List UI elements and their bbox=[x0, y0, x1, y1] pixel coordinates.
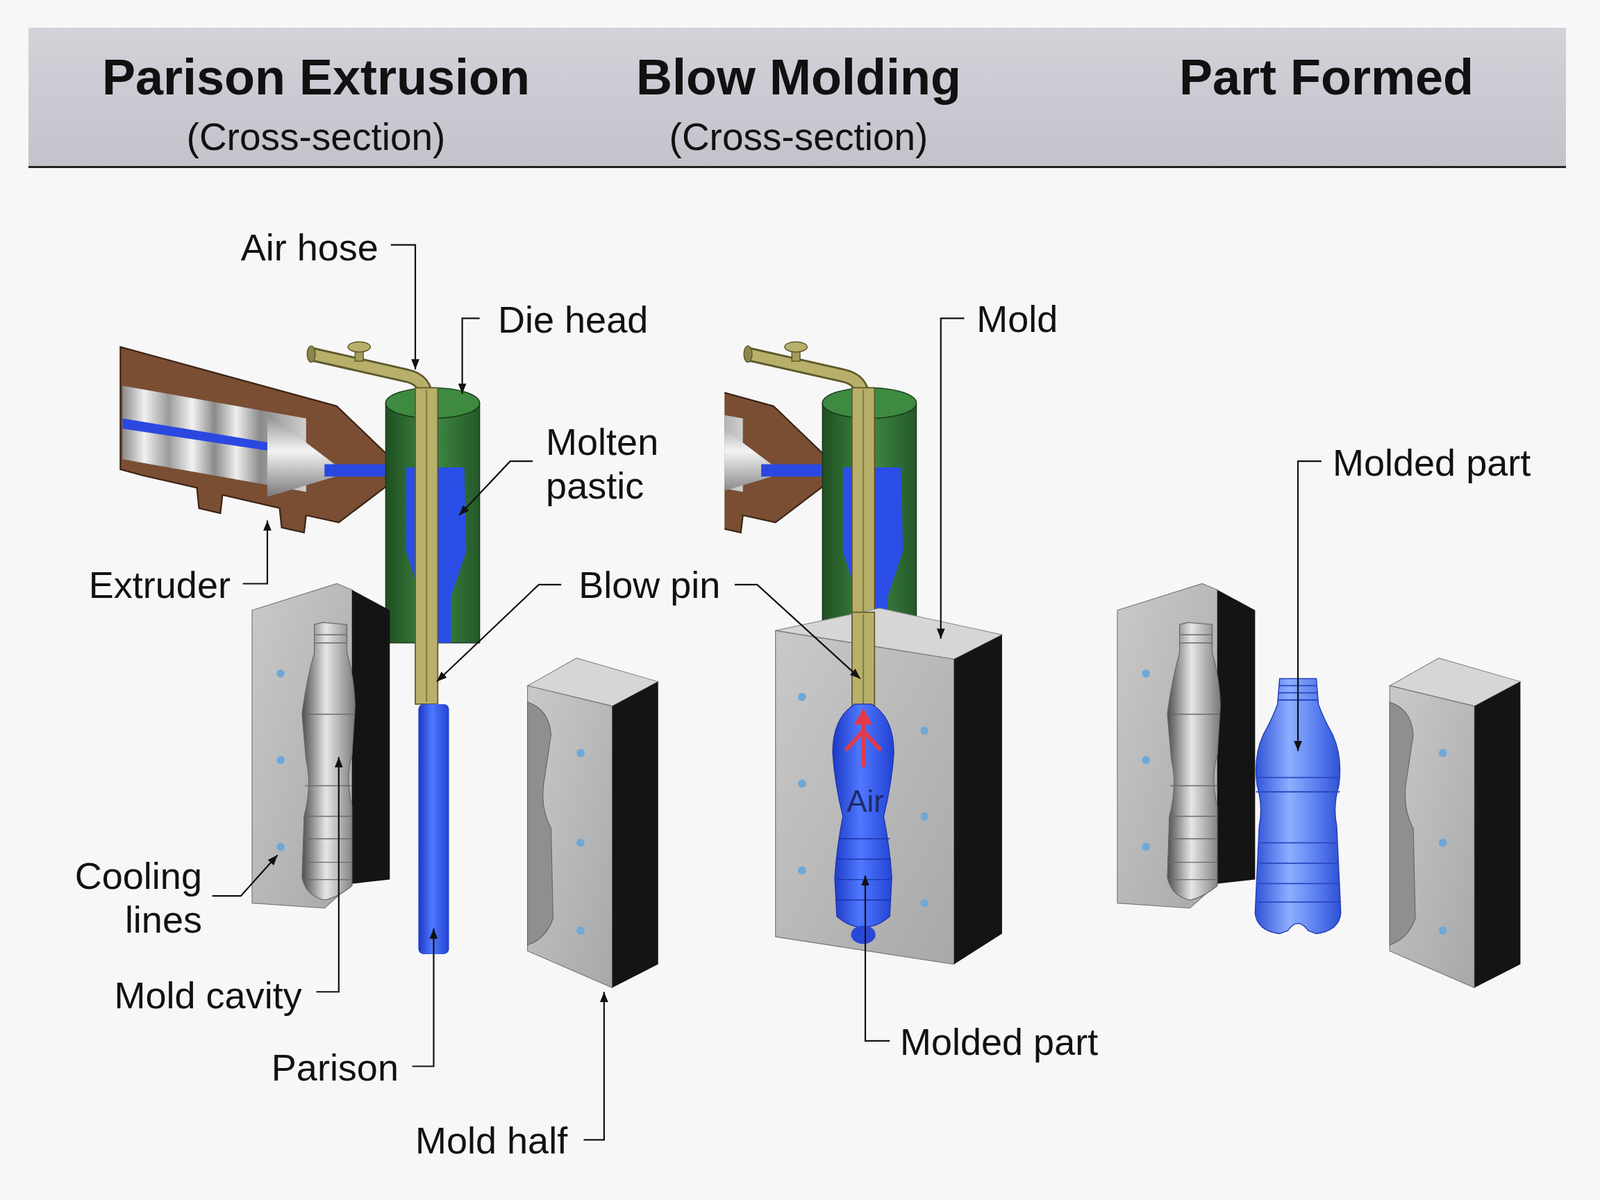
leader-line bbox=[940, 318, 965, 639]
cooling-line bbox=[920, 812, 929, 821]
leader-line bbox=[583, 991, 604, 1140]
column-title: Part Formed bbox=[1179, 52, 1474, 103]
leader-line bbox=[459, 461, 533, 516]
part-label: Molten pastic bbox=[545, 420, 710, 508]
column-subtitle: (Cross-section) bbox=[186, 118, 446, 157]
leader-line bbox=[436, 584, 562, 682]
leader-line bbox=[865, 875, 890, 1041]
blow-pin bbox=[852, 612, 875, 707]
part-label: Extruder bbox=[88, 563, 231, 607]
cooling-line bbox=[797, 779, 807, 789]
column-title: Blow Molding bbox=[636, 52, 962, 103]
leader-line bbox=[243, 520, 268, 584]
leader-line bbox=[1297, 461, 1322, 751]
leader-line bbox=[734, 584, 861, 679]
leader-line bbox=[412, 928, 435, 1066]
mold-half bbox=[527, 658, 659, 989]
column-title: Parison Extrusion bbox=[102, 52, 530, 103]
part-label: Molded part bbox=[900, 1020, 1098, 1064]
leader-line bbox=[462, 318, 480, 394]
molded-part bbox=[832, 704, 894, 928]
cooling-line bbox=[797, 693, 807, 702]
mold-half bbox=[1389, 658, 1521, 989]
leader-line bbox=[390, 245, 416, 370]
air-arrow bbox=[847, 718, 880, 766]
cooling-line bbox=[920, 899, 929, 908]
part-ribs bbox=[836, 838, 892, 900]
illustration-group bbox=[120, 245, 1521, 1141]
leader-line bbox=[316, 756, 339, 992]
header-band: Parison Extrusion (Cross-section) Blow Mol… bbox=[28, 27, 1566, 169]
part-label: Mold bbox=[976, 297, 1058, 341]
cooling-line bbox=[797, 866, 807, 875]
parison bbox=[418, 704, 449, 955]
flow-label: Air bbox=[846, 783, 885, 819]
part-label: Mold half bbox=[415, 1118, 568, 1163]
part-label: Parison bbox=[271, 1045, 399, 1090]
part-label: Cooling lines bbox=[59, 854, 203, 942]
extruder bbox=[120, 347, 394, 533]
part-label: Blow pin bbox=[578, 563, 721, 607]
part-label: Mold cavity bbox=[114, 973, 303, 1018]
leader-line bbox=[212, 854, 278, 896]
mold-half bbox=[1117, 583, 1255, 908]
cooling-line bbox=[920, 726, 929, 735]
leader-lines bbox=[212, 245, 1322, 1141]
part-label: Air hose bbox=[240, 225, 379, 270]
part-tail bbox=[850, 925, 875, 944]
part-label: Die head bbox=[497, 297, 648, 342]
mold-side bbox=[954, 634, 1003, 965]
air-arrow-head bbox=[854, 708, 873, 725]
blow-pin-bore bbox=[862, 614, 864, 705]
part-label: Molded part bbox=[1332, 440, 1531, 485]
column-subtitle: (Cross-section) bbox=[669, 118, 929, 157]
